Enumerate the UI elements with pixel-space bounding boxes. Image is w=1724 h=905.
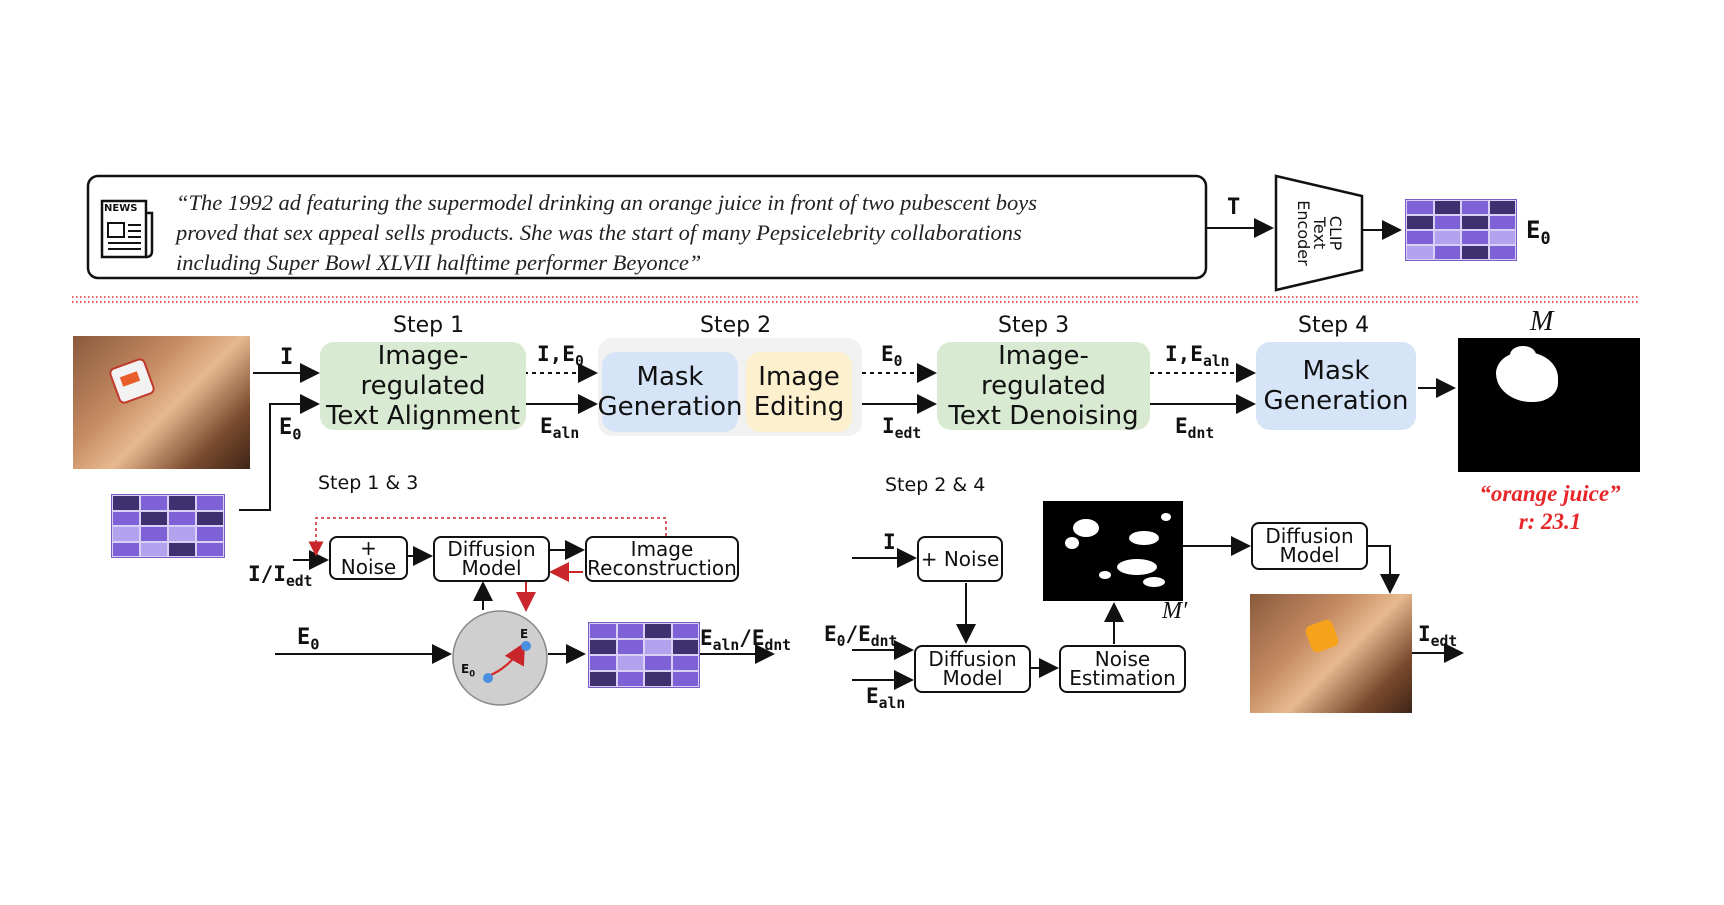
step1-title: Step 1 <box>393 313 465 338</box>
clip-encoder-line-2: Text <box>1310 216 1329 250</box>
detail24-noise-estimation: Noise Estimation <box>1059 645 1186 693</box>
detail24-diffusion2-line-1: Diffusion <box>1265 524 1354 548</box>
step2-edit-line-2: Editing <box>753 392 845 422</box>
step3-line-2: Text Denoising <box>948 401 1139 431</box>
e0-point <box>483 673 493 683</box>
sphere-e0-label: E0 <box>461 662 476 679</box>
embedding-sphere <box>452 610 548 706</box>
detail13-embedding <box>588 622 700 688</box>
result-caption-line-1: “orange juice” <box>1479 481 1621 506</box>
step4-line-2: Generation <box>1263 386 1409 416</box>
newspaper-icon: NEWS <box>100 199 155 259</box>
step1-line-1: Image-regulated <box>360 341 486 401</box>
detail24-input-i-label: I <box>883 530 896 554</box>
news-quote: “The 1992 ad featuring the supermodel dr… <box>176 188 1037 278</box>
text-input-label: T <box>1227 195 1241 220</box>
detail24-noise-label: + Noise <box>920 546 1000 571</box>
step4-box: Mask Generation <box>1256 342 1416 430</box>
news-quote-line-3: including Super Bowl XLVII halftime perf… <box>176 250 702 275</box>
s1-s2-top-label: I,E0 <box>537 342 584 371</box>
step3-box: Image-regulated Text Denoising <box>937 341 1150 431</box>
detail24-output-label: Iedt <box>1418 622 1458 651</box>
detail13-title: Step 1 & 3 <box>318 472 419 494</box>
s3-s4-bottom-label: Ednt <box>1175 414 1215 443</box>
detail13-noise: + Noise <box>329 536 408 580</box>
detail13-diffusion-model: Diffusion Model <box>433 536 550 582</box>
detail13-image-reconstruction: Image Reconstruction <box>585 536 739 582</box>
step2-edit-line-1: Image <box>758 362 840 392</box>
text-embedding-top <box>1405 199 1517 261</box>
clip-encoder-line-1: CLIP <box>1326 215 1345 251</box>
detail24-noisy-mask <box>1043 501 1183 601</box>
feedback-dotted <box>308 517 667 557</box>
arrow-e0-to-step1 <box>239 394 320 511</box>
input-e0-label: E0 <box>279 415 302 444</box>
detail24-diffusion2-line-2: Model <box>1279 543 1340 567</box>
news-box <box>86 174 1208 280</box>
clip-encoder-line-3: Encoder <box>1294 200 1313 266</box>
detail24-mask-symbol: M′ <box>1162 598 1188 624</box>
result-mask <box>1458 338 1640 472</box>
mask-symbol: M <box>1530 306 1554 337</box>
step3-title: Step 3 <box>998 313 1070 338</box>
detail24-diffusion-line-2: Model <box>942 666 1003 690</box>
e-point <box>521 641 531 651</box>
detail13-diffusion-line-1: Diffusion <box>447 537 536 561</box>
step1-box: Image-regulated Text Alignment <box>320 341 526 431</box>
detail24-diffusion-model: Diffusion Model <box>914 645 1031 693</box>
clip-encoder-shape <box>1274 174 1364 292</box>
detail13-e0-label: E0 <box>297 625 320 654</box>
detail24-noise-est-line-1: Noise <box>1094 647 1151 671</box>
newspaper-icon-label: NEWS <box>104 203 138 214</box>
sphere-e-label: E <box>520 627 529 641</box>
detail24-edited-image <box>1250 594 1412 713</box>
detail24-diffusion-model-2: Diffusion Model <box>1251 522 1368 570</box>
s3-s4-top-label: I,Ealn <box>1165 342 1230 371</box>
detail24-noise: + Noise <box>917 536 1003 582</box>
step2-title: Step 2 <box>700 313 772 338</box>
s2-s3-bottom-label: Iedt <box>882 414 922 443</box>
result-caption: “orange juice” r: 23.1 <box>1460 480 1640 536</box>
step2-image-editing: Image Editing <box>746 352 852 432</box>
detail13-noise-label: + Noise <box>340 536 397 579</box>
s1-s2-bottom-label: Ealn <box>540 414 580 443</box>
news-quote-line-2: proved that sex appeal sells products. S… <box>176 220 1022 245</box>
detail13-output-label: Ealn/Ednt <box>700 626 792 655</box>
detail24-input-ealn-label: Ealn <box>866 684 906 713</box>
detail13-input-label: I/Iedt <box>248 562 313 591</box>
step4-title: Step 4 <box>1298 313 1370 338</box>
result-caption-line-2: r: 23.1 <box>1518 509 1582 534</box>
step3-line-1: Image-regulated <box>981 341 1106 401</box>
input-image <box>73 336 250 469</box>
step2-mask-generation: Mask Generation <box>597 352 743 432</box>
arrow-diffusion2-to-image <box>1368 545 1400 594</box>
detail13-diffusion-line-2: Model <box>461 556 522 580</box>
news-quote-line-1: “The 1992 ad featuring the supermodel dr… <box>176 190 1037 215</box>
s2-s3-top-label: E0 <box>881 342 903 371</box>
detail13-recon-line-1: Image <box>630 537 694 561</box>
input-i-label: I <box>280 345 294 370</box>
detail24-diffusion-line-1: Diffusion <box>928 647 1017 671</box>
clip-encoder-label: CLIP Text Encoder <box>1276 176 1362 290</box>
detail24-input-e-label: E0/Ednt <box>824 622 898 651</box>
step1-line-2: Text Alignment <box>325 401 521 431</box>
step2-mask-line-2: Generation <box>597 392 743 422</box>
step2-mask-line-1: Mask <box>636 362 704 392</box>
e0-output-label: E0 <box>1526 216 1551 248</box>
detail24-noise-est-line-2: Estimation <box>1069 666 1176 690</box>
text-embedding-input <box>111 494 225 558</box>
detail24-title: Step 2 & 4 <box>885 474 986 496</box>
step4-line-1: Mask <box>1302 356 1370 386</box>
detail13-recon-line-2: Reconstruction <box>587 556 737 580</box>
